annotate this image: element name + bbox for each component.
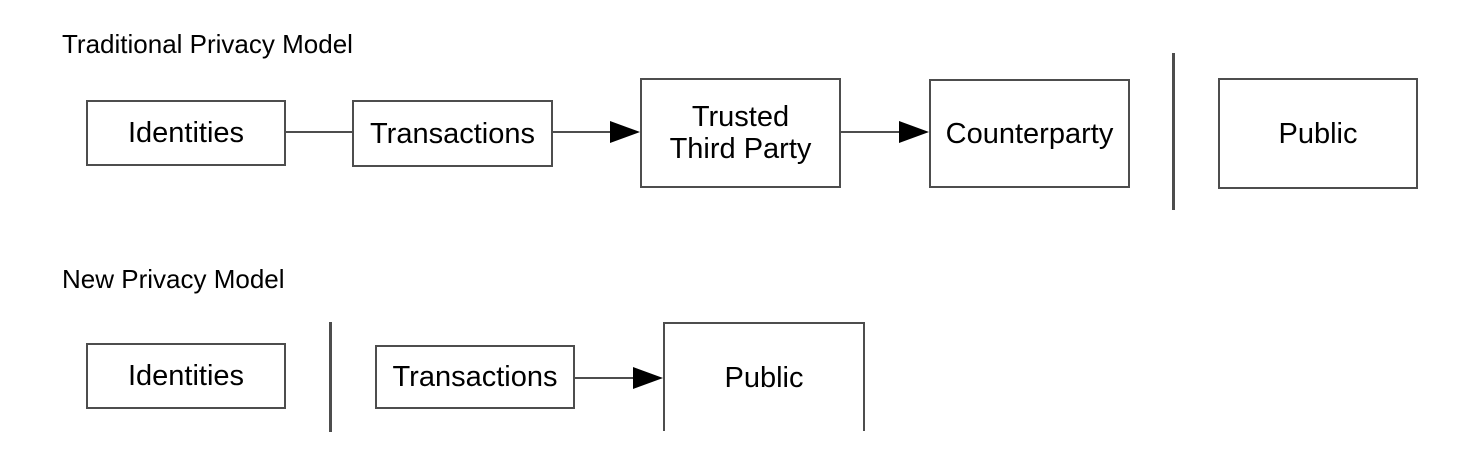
traditional-public-box: Public — [1218, 78, 1418, 189]
new-model-title: New Privacy Model — [62, 264, 285, 294]
arrow-line-transactions-to-public — [575, 377, 635, 379]
new-transactions-box: Transactions — [375, 345, 575, 409]
new-privacy-divider — [329, 322, 332, 432]
new-public-label: Public — [724, 361, 804, 394]
traditional-counterparty-label: Counterparty — [945, 117, 1114, 150]
arrow-line-transactions-to-ttp — [553, 131, 613, 133]
trusted-third-party-label-line2: Third Party — [669, 133, 812, 165]
traditional-public-label: Public — [1278, 117, 1358, 150]
arrow-line-ttp-to-counterparty — [841, 131, 901, 133]
arrowhead-ttp-to-counterparty-icon — [899, 121, 929, 143]
traditional-identities-box: Identities — [86, 100, 286, 166]
connector-identities-transactions — [286, 131, 352, 133]
new-transactions-label: Transactions — [392, 361, 558, 393]
traditional-transactions-box: Transactions — [352, 100, 553, 167]
traditional-privacy-divider — [1172, 53, 1175, 210]
traditional-identities-label: Identities — [127, 117, 245, 149]
arrowhead-transactions-to-public-icon — [633, 367, 663, 389]
traditional-trusted-third-party-label: Trusted Third Party — [670, 101, 812, 165]
traditional-counterparty-box: Counterparty — [929, 79, 1130, 188]
new-identities-box: Identities — [86, 343, 286, 409]
traditional-trusted-third-party-box: Trusted Third Party — [640, 78, 841, 188]
arrowhead-transactions-to-ttp-icon — [610, 121, 640, 143]
trusted-third-party-label-line1: Trusted — [691, 101, 790, 133]
new-identities-label: Identities — [127, 360, 245, 392]
traditional-transactions-label: Transactions — [370, 117, 535, 150]
traditional-model-title: Traditional Privacy Model — [62, 29, 353, 59]
new-public-box: Public — [663, 322, 865, 431]
